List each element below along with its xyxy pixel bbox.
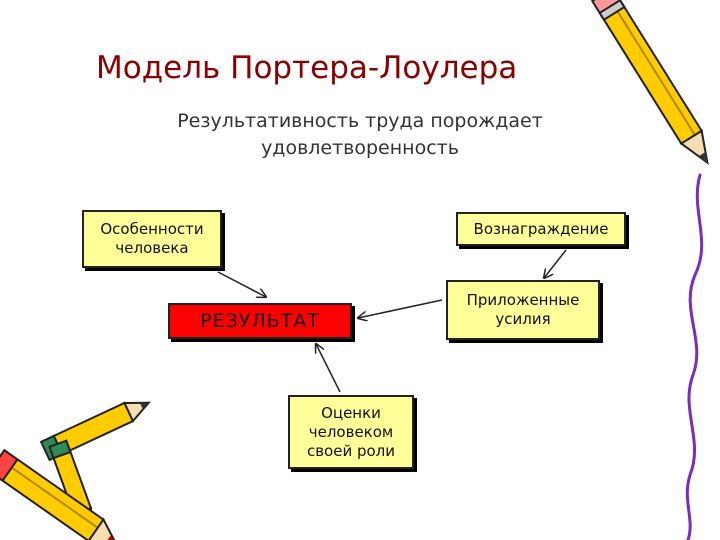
arrow-reward-to-effort: [544, 249, 567, 278]
node-result-label: РЕЗУЛЬТАТ: [200, 309, 320, 332]
slide-title: Модель Портера-Лоулера: [96, 50, 518, 86]
node-reward: Вознаграждение: [456, 212, 626, 246]
arrow-role-to-result: [316, 344, 341, 393]
node-result: РЕЗУЛЬТАТ: [168, 303, 352, 339]
arrow-features-to-result: [217, 271, 266, 297]
slide-subtitle: Результативность труда порождает удовлет…: [177, 110, 543, 159]
node-role: Оценки человеком своей роли: [288, 395, 414, 469]
node-features: Особенности человека: [82, 210, 222, 268]
arrow-effort-to-result: [358, 299, 443, 318]
node-effort: Приложенные усилия: [446, 280, 600, 340]
node-features-label: Особенности человека: [100, 220, 204, 257]
node-reward-label: Вознаграждение: [473, 219, 609, 238]
node-role-label: Оценки человеком своей роли: [306, 403, 396, 460]
node-effort-label: Приложенные усилия: [466, 291, 580, 328]
